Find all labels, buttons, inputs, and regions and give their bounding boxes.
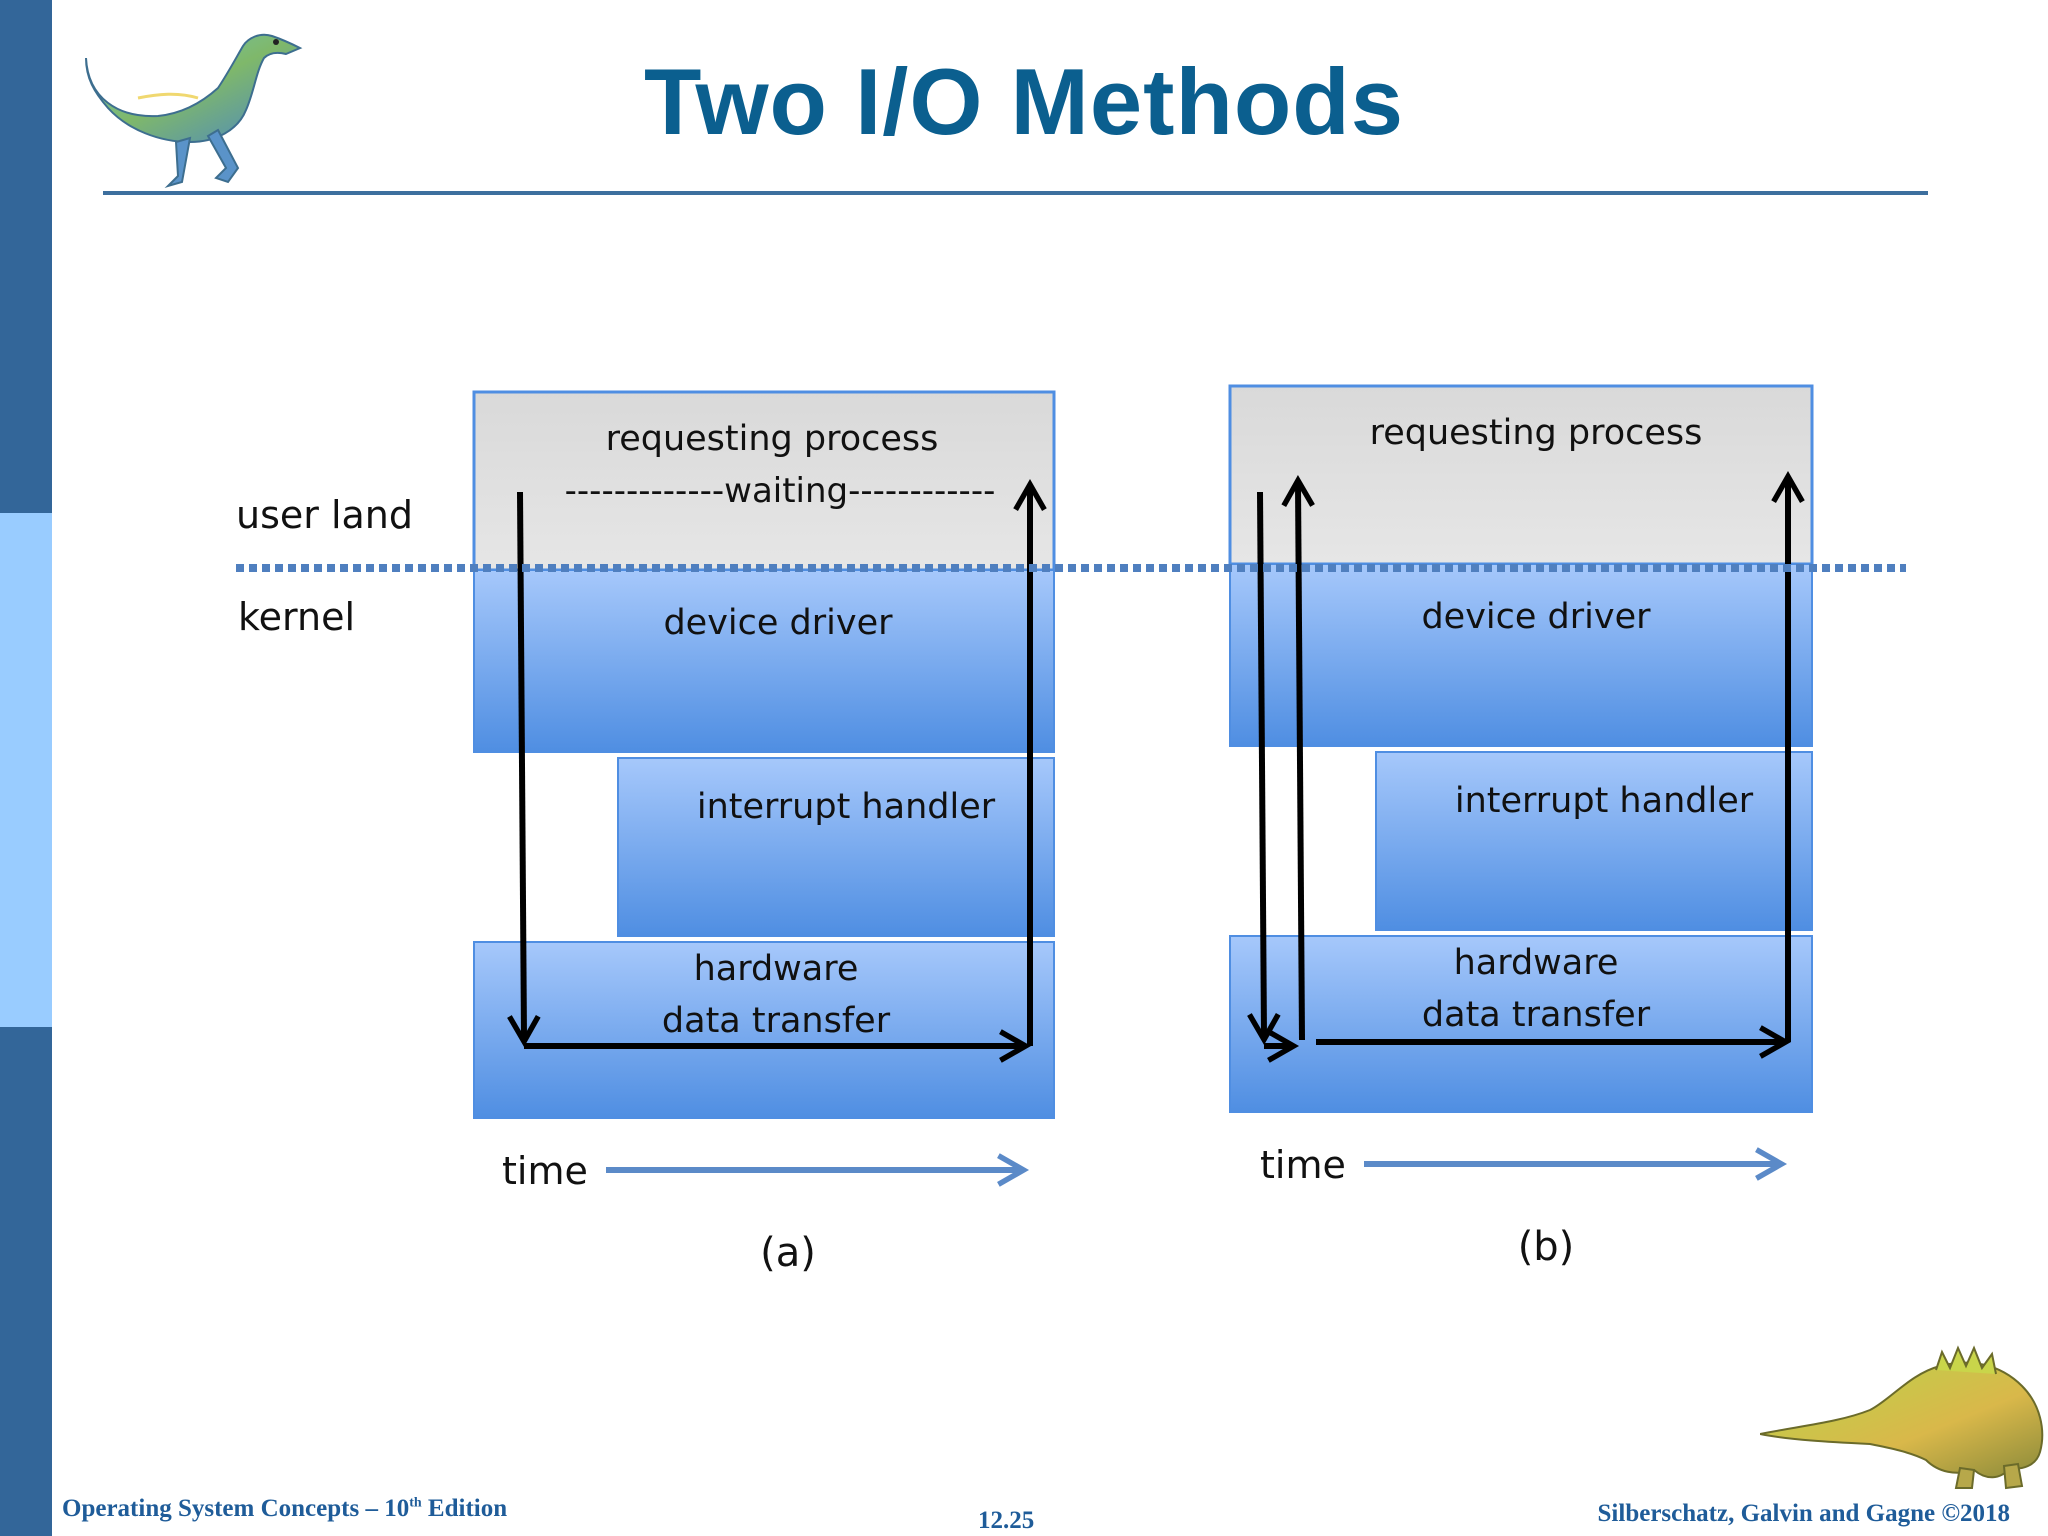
panel-a-time-label: time — [502, 1149, 588, 1193]
panel-a-down-arrow — [507, 491, 541, 1048]
panel-b-requesting-box — [1228, 384, 1814, 566]
panel-b-driver-label: device driver — [1421, 597, 1651, 637]
title-rule — [103, 191, 1928, 195]
panel-a-data-transfer-label: data transfer — [662, 1001, 891, 1041]
panel-a-interrupt-label: interrupt handler — [697, 787, 996, 827]
side-band-dark-bottom — [0, 1027, 52, 1536]
panel-a-hardware-box — [473, 941, 1055, 1119]
footer-book-title-prefix: Operating System Concepts – 10 — [62, 1495, 410, 1522]
dinosaur-icon — [1760, 1345, 2044, 1490]
dinosaur-icon — [85, 33, 303, 189]
panel-b-time-label: time — [1260, 1143, 1346, 1187]
side-band-light — [0, 513, 52, 1027]
footer-edition-sup: th — [409, 1495, 422, 1511]
panel-b-down-arrow — [1247, 491, 1281, 1046]
user-land-label: user land — [236, 493, 413, 537]
page-number: 12.25 — [978, 1507, 1035, 1534]
panel-a-requesting-label: requesting process — [606, 419, 939, 459]
side-band-dark-top — [0, 0, 52, 513]
panel-b-early-return-arrow — [1281, 474, 1315, 1041]
kernel-label: kernel — [238, 595, 355, 639]
page-title: Two I/O Methods — [644, 49, 1404, 154]
footer-authors: Silberschatz, Galvin and Gagne ©2018 — [1597, 1500, 2010, 1527]
panel-b-interrupt-box — [1375, 751, 1813, 931]
panel-b-data-transfer-label: data transfer — [1422, 995, 1651, 1035]
panel-a-driver-box — [473, 569, 1055, 753]
panel-a-driver-label: device driver — [663, 603, 893, 643]
panel-b-hardware-box — [1229, 935, 1813, 1113]
panel-a-requesting-box — [472, 390, 1056, 572]
panel-b-requesting-label: requesting process — [1370, 413, 1703, 453]
panel-a-caption: (a) — [760, 1230, 816, 1276]
footer-book-title-suffix: Edition — [421, 1495, 508, 1522]
panel-b-caption: (b) — [1518, 1224, 1575, 1270]
panel-a-hardware-label: hardware — [694, 949, 859, 989]
panel-b-driver-box — [1229, 563, 1813, 747]
panel-b-hardware-label: hardware — [1454, 943, 1619, 983]
panel-a-interrupt-box — [617, 757, 1055, 937]
panel-a-waiting-label: -------------waiting------------ — [565, 471, 996, 511]
footer-book-title: Operating System Concepts – 10th Edition — [62, 1495, 507, 1523]
panel-b-interrupt-label: interrupt handler — [1455, 781, 1754, 821]
